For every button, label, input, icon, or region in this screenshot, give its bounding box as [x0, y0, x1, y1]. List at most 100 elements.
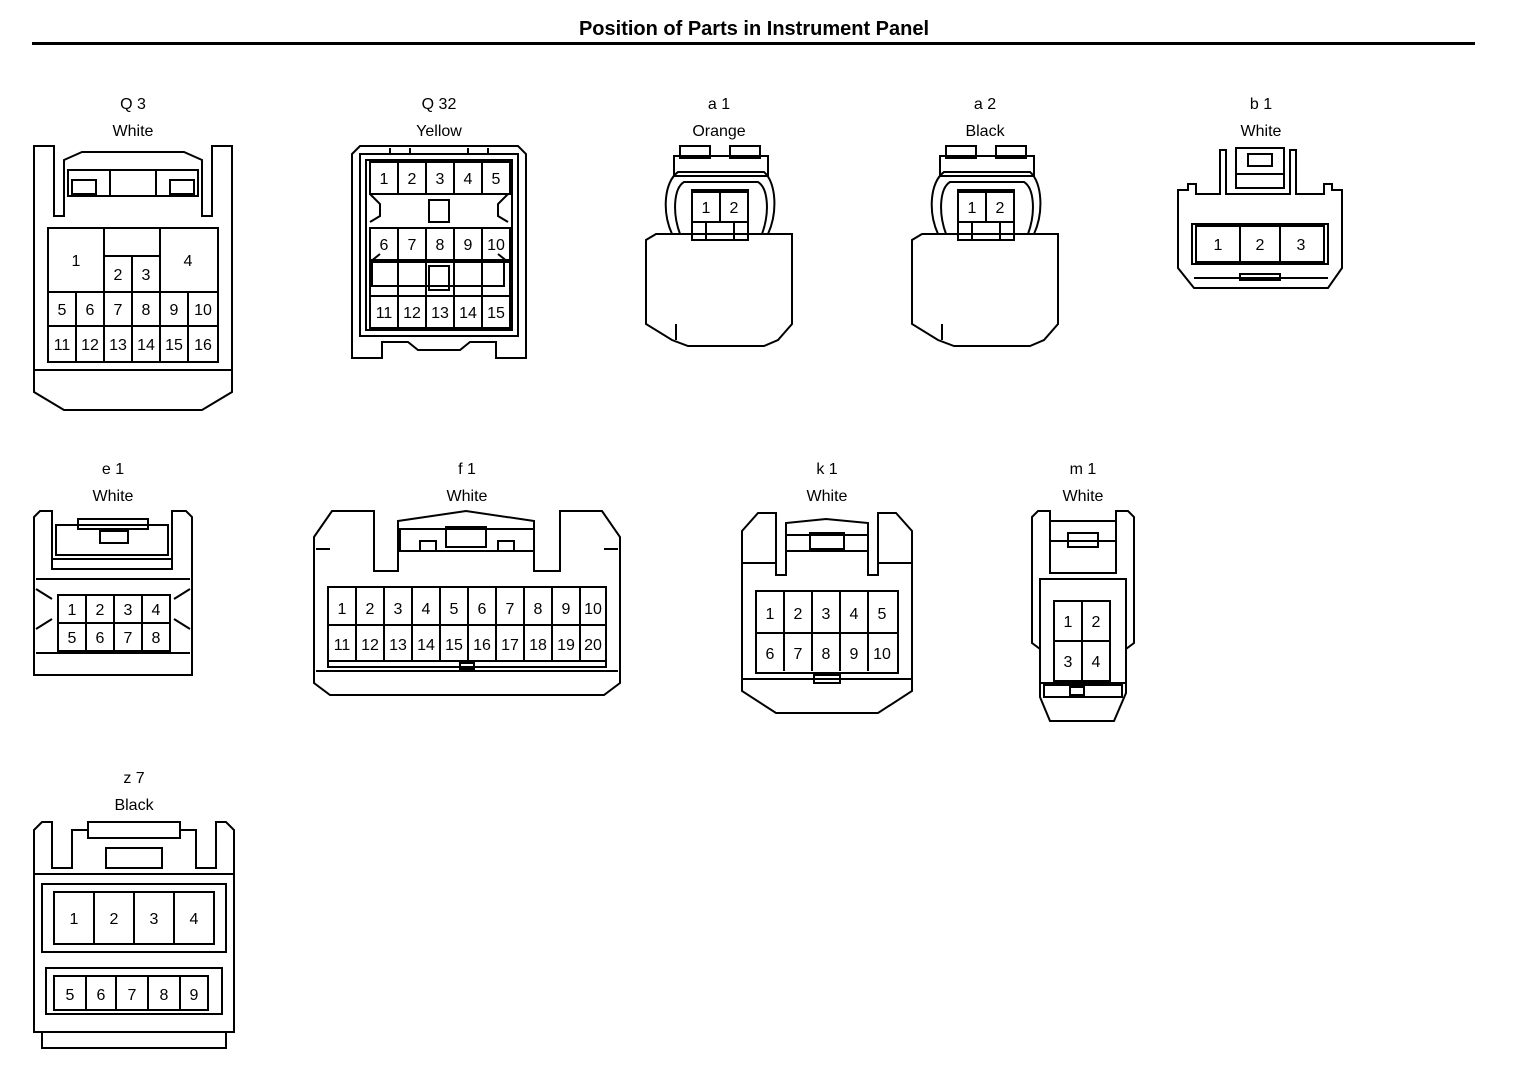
- pin-label: 8: [160, 987, 169, 1004]
- pin-label: 9: [850, 646, 859, 663]
- pin-label: 3: [124, 602, 133, 619]
- pin-label: 12: [403, 305, 421, 322]
- pin-label: 15: [445, 637, 463, 654]
- connector-q32-drawing: 1 2 3 4 5 6 7 8 9 10 11 12 13 14 15: [351, 145, 527, 359]
- connector-id: a 1: [707, 96, 731, 113]
- pin-label: 1: [1064, 614, 1073, 631]
- pin-label: 11: [54, 337, 71, 354]
- connector-f1-drawing: 1 2 3 4 5 6 7 8 9 10 11 12 13 14 15 16 1…: [313, 509, 621, 696]
- pin-label: 19: [557, 637, 575, 654]
- connector-id: b 1: [1249, 96, 1273, 113]
- pin-label: 4: [190, 911, 199, 928]
- pin-label: 2: [1256, 237, 1265, 254]
- connector-e1-drawing: 1 2 3 4 5 6 7 8: [33, 510, 193, 676]
- pin-label: 13: [431, 305, 449, 322]
- pin-label: 1: [72, 253, 81, 270]
- pin-label: 1: [380, 171, 389, 188]
- pin-label: 9: [190, 987, 199, 1004]
- pin-label: 2: [996, 200, 1005, 217]
- pin-label: 8: [152, 630, 161, 647]
- pin-label: 7: [506, 601, 515, 618]
- connector-color: White: [92, 488, 134, 505]
- connector-color: Black: [965, 123, 1005, 140]
- pin-label: 10: [487, 237, 505, 254]
- pin-label: 2: [408, 171, 417, 188]
- pin-label: 2: [1092, 614, 1101, 631]
- page-title: Position of Parts in Instrument Panel: [578, 18, 930, 40]
- pin-label: 5: [58, 302, 67, 319]
- pin-label: 7: [114, 302, 123, 319]
- pin-label: 8: [534, 601, 543, 618]
- pin-label: 13: [109, 337, 127, 354]
- pin-label: 10: [584, 601, 602, 618]
- pin-label: 5: [492, 171, 501, 188]
- pin-label: 6: [86, 302, 95, 319]
- pin-label: 8: [142, 302, 151, 319]
- pin-label: 6: [766, 646, 775, 663]
- connector-color: White: [112, 123, 154, 140]
- pin-label: 6: [97, 987, 106, 1004]
- pin-label: 1: [766, 606, 775, 623]
- pin-label: 4: [1092, 654, 1101, 671]
- pin-label: 1: [338, 601, 347, 618]
- pin-label: 12: [361, 637, 379, 654]
- pin-label: 10: [194, 302, 212, 319]
- connector-z7-drawing: 1 2 3 4 5 6 7 8 9: [33, 821, 235, 1049]
- pin-label: 14: [459, 305, 477, 322]
- pin-label: 3: [150, 911, 159, 928]
- connector-id: z 7: [123, 770, 145, 787]
- pin-label: 3: [1297, 237, 1306, 254]
- pin-label: 17: [501, 637, 519, 654]
- pin-label: 13: [389, 637, 407, 654]
- connector-id: e 1: [101, 461, 125, 478]
- pin-label: 15: [487, 305, 505, 322]
- pin-label: 4: [422, 601, 431, 618]
- pin-label: 5: [68, 630, 77, 647]
- connector-a1-drawing: 1 2: [645, 145, 793, 347]
- pin-label: 7: [124, 630, 133, 647]
- pin-label: 1: [1214, 237, 1223, 254]
- pin-label: 12: [81, 337, 99, 354]
- pin-label: 3: [436, 171, 445, 188]
- connector-color: White: [446, 488, 488, 505]
- connector-color: Orange: [692, 123, 746, 140]
- pin-label: 7: [128, 987, 137, 1004]
- pin-label: 1: [702, 200, 711, 217]
- connector-b1-drawing: 1 2 3: [1177, 147, 1343, 289]
- connector-k1-drawing: 1 2 3 4 5 6 7 8 9 10: [741, 512, 913, 714]
- connector-color: White: [806, 488, 848, 505]
- pin-label: 3: [142, 267, 151, 284]
- pin-label: 7: [794, 646, 803, 663]
- pin-label: 5: [878, 606, 887, 623]
- pin-label: 16: [473, 637, 491, 654]
- connector-id: Q 32: [421, 96, 457, 113]
- connector-color: White: [1062, 488, 1104, 505]
- connector-q3-drawing: 1 2 3 4 5 6 7 8 9 10 11 12 13 14 15 16: [33, 145, 233, 411]
- pin-label: 5: [66, 987, 75, 1004]
- pin-label: 2: [794, 606, 803, 623]
- pin-label: 9: [170, 302, 179, 319]
- pin-label: 2: [114, 267, 123, 284]
- pin-label: 9: [464, 237, 473, 254]
- pin-label: 2: [110, 911, 119, 928]
- pin-label: 16: [194, 337, 212, 354]
- pin-label: 3: [1064, 654, 1073, 671]
- title-rule: [32, 42, 1475, 45]
- pin-label: 10: [873, 646, 891, 663]
- connector-id: f 1: [458, 461, 476, 478]
- pin-label: 4: [184, 253, 193, 270]
- pin-label: 1: [70, 911, 79, 928]
- connector-id: a 2: [973, 96, 997, 113]
- pin-label: 5: [450, 601, 459, 618]
- pin-label: 2: [366, 601, 375, 618]
- connector-color: White: [1240, 123, 1282, 140]
- pin-label: 3: [394, 601, 403, 618]
- pin-label: 1: [968, 200, 977, 217]
- pin-label: 2: [96, 602, 105, 619]
- pin-label: 2: [730, 200, 739, 217]
- connector-m1-drawing: 1 2 3 4: [1031, 510, 1135, 722]
- pin-label: 8: [822, 646, 831, 663]
- pin-label: 7: [408, 237, 417, 254]
- pin-label: 6: [96, 630, 105, 647]
- pin-label: 4: [850, 606, 859, 623]
